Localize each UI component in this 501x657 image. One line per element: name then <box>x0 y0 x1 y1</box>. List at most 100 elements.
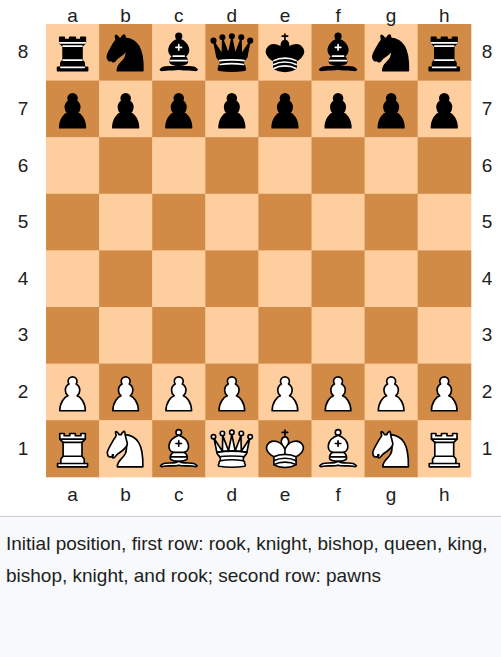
black-pawn <box>272 94 298 128</box>
dark-square <box>365 307 419 364</box>
dark-square <box>418 137 472 194</box>
black-knight <box>373 35 409 71</box>
piece-part <box>325 94 351 128</box>
dark-square <box>418 364 472 421</box>
file-label: a <box>61 484 85 506</box>
rank-label: 2 <box>475 381 499 403</box>
light-square <box>312 194 366 251</box>
piece-part <box>60 439 86 463</box>
light-square <box>99 307 153 364</box>
piece-part <box>335 33 341 39</box>
light-square <box>418 81 472 138</box>
black-pawn <box>113 94 139 128</box>
light-square <box>312 420 366 477</box>
piece-part <box>266 45 303 71</box>
light-square <box>46 250 100 307</box>
piece-part <box>282 430 288 436</box>
dark-square <box>365 81 419 138</box>
piece-part <box>282 34 288 40</box>
piece-part <box>58 37 88 70</box>
piece-part <box>328 39 348 65</box>
chess-board <box>0 0 501 516</box>
piece-part <box>160 65 197 70</box>
piece-part <box>219 377 245 411</box>
piece-part <box>170 45 187 61</box>
piece-part <box>431 377 457 411</box>
rank-label: 8 <box>11 41 35 63</box>
black-bishop <box>160 33 197 70</box>
file-label: e <box>273 484 297 506</box>
piece-part <box>166 377 192 411</box>
dark-square <box>205 364 259 421</box>
white-queen <box>211 430 252 467</box>
rank-label: 1 <box>475 438 499 460</box>
black-pawn <box>325 94 351 128</box>
rank-label: 7 <box>11 98 35 120</box>
piece-part <box>431 439 457 463</box>
piece-part <box>160 461 197 466</box>
file-label: g <box>379 5 403 27</box>
light-square <box>152 137 206 194</box>
piece-part <box>217 55 247 71</box>
white-knight <box>107 431 143 467</box>
light-square <box>365 364 419 421</box>
black-pawn <box>378 94 404 128</box>
piece-part <box>272 377 298 411</box>
dark-square <box>46 307 100 364</box>
file-label: c <box>167 484 191 506</box>
white-bishop <box>320 430 357 467</box>
rank-label: 5 <box>11 211 35 233</box>
piece-part <box>170 441 187 457</box>
white-king <box>266 430 303 467</box>
dark-square <box>258 420 312 477</box>
black-pawn <box>60 94 86 128</box>
light-square <box>418 194 472 251</box>
dark-square <box>418 250 472 307</box>
rank-label: 3 <box>475 324 499 346</box>
light-square <box>205 420 259 477</box>
light-square <box>46 364 100 421</box>
dark-square <box>312 24 366 81</box>
rank-label: 1 <box>11 438 35 460</box>
dark-square <box>152 81 206 138</box>
piece-part <box>429 37 459 70</box>
light-square <box>46 137 100 194</box>
light-square <box>205 307 259 364</box>
light-square <box>152 364 206 421</box>
white-bishop <box>160 430 197 467</box>
light-square <box>205 81 259 138</box>
white-pawn <box>378 377 404 411</box>
dark-square <box>365 194 419 251</box>
white-pawn <box>219 377 245 411</box>
rank-label: 7 <box>475 98 499 120</box>
light-square <box>312 307 366 364</box>
rank-label: 6 <box>475 155 499 177</box>
dark-square <box>152 307 206 364</box>
piece-part <box>176 33 182 39</box>
piece-part <box>431 94 457 128</box>
piece-part <box>330 441 347 457</box>
file-label: b <box>114 484 138 506</box>
file-label: d <box>220 484 244 506</box>
light-square <box>99 194 153 251</box>
piece-part <box>214 38 250 56</box>
dark-square <box>258 194 312 251</box>
rank-label: 3 <box>11 324 35 346</box>
dark-square <box>365 420 419 477</box>
dark-square <box>205 250 259 307</box>
black-bishop <box>320 33 357 70</box>
piece-part <box>107 431 127 458</box>
piece-part <box>166 94 192 128</box>
piece-part <box>58 434 88 467</box>
piece-part <box>169 435 189 461</box>
light-square <box>152 250 206 307</box>
piece-part <box>60 43 86 67</box>
piece-part <box>107 35 127 62</box>
white-pawn <box>431 377 457 411</box>
black-queen <box>211 34 252 71</box>
figure-caption: Initial position, first row: rook, knigh… <box>6 528 494 592</box>
dark-square <box>205 24 259 81</box>
file-label: c <box>167 5 191 27</box>
black-rook <box>58 37 88 70</box>
light-square <box>152 24 206 81</box>
